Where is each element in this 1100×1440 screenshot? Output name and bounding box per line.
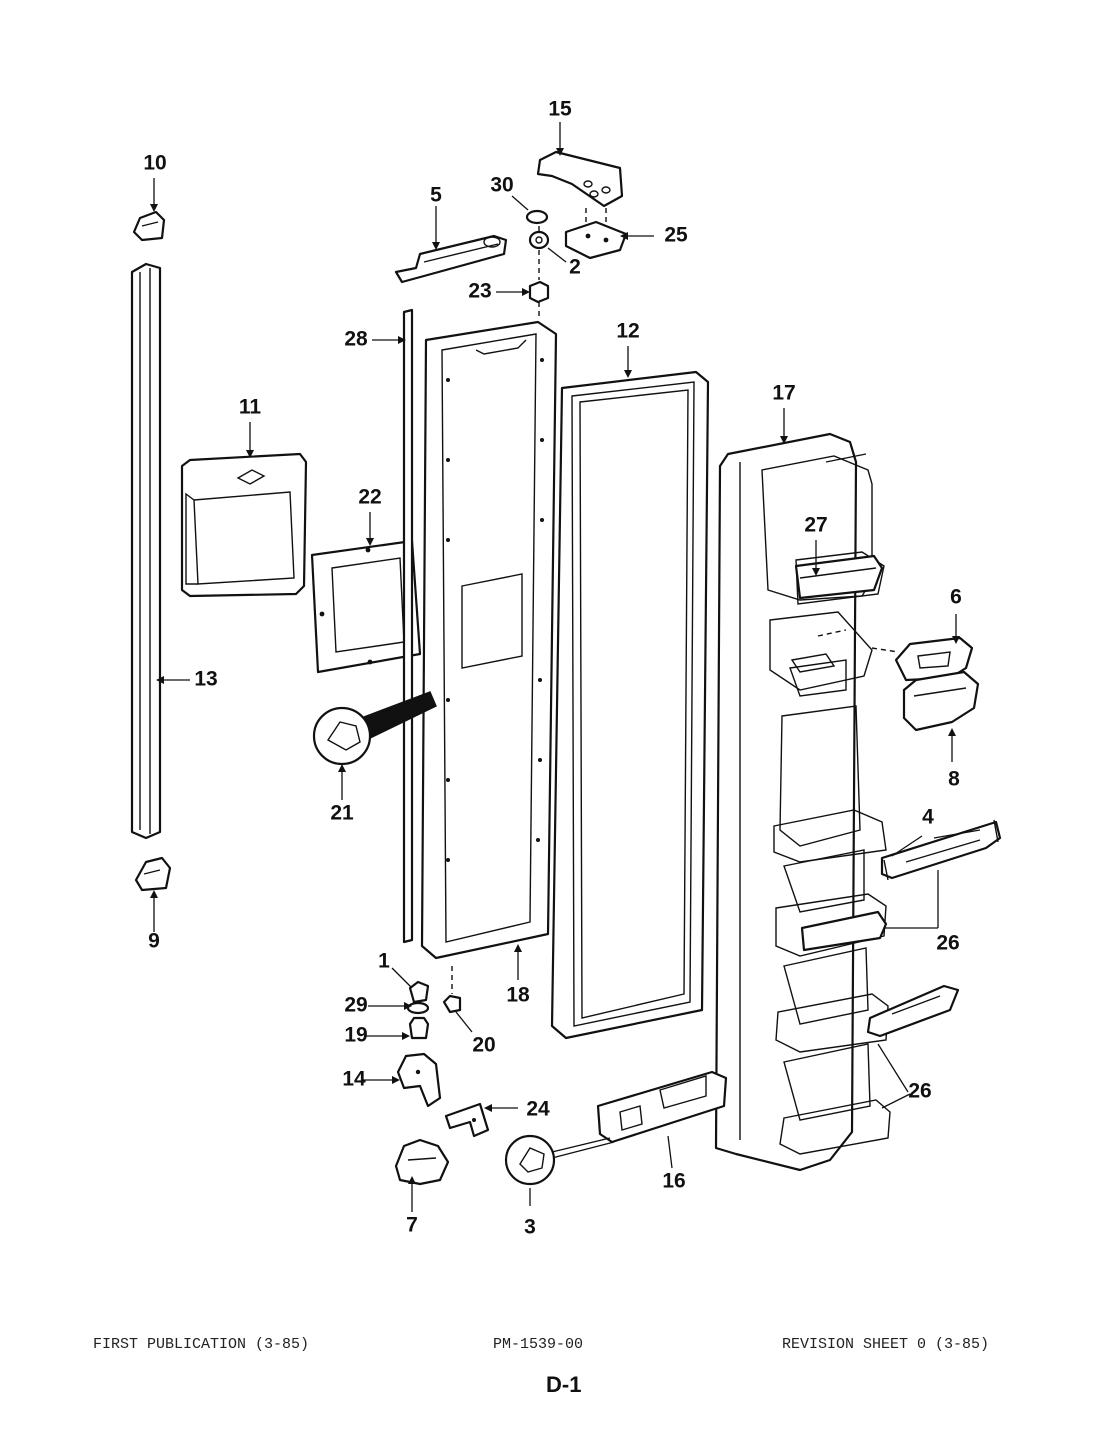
- part-10-top-trim-cap: [132, 210, 166, 242]
- callout-14: 14: [342, 1068, 366, 1091]
- part-30-hinge-spacer: [525, 209, 549, 225]
- callout-19: 19: [344, 1024, 367, 1047]
- callout-12: 12: [616, 320, 639, 343]
- part-23-hinge-bushing: [528, 280, 550, 304]
- part-7-bottom-cover: [394, 1138, 450, 1186]
- part-13-side-trim: [130, 262, 162, 840]
- callout-2: 2: [569, 256, 581, 279]
- part-14-lower-hinge: [396, 1052, 442, 1108]
- callout-28: 28: [344, 328, 368, 351]
- part-18-door-panel: [420, 320, 558, 960]
- part-26-shelf-bar-mid: [800, 910, 888, 952]
- part-19-hinge-pin: [408, 1016, 430, 1040]
- callout-1: 1: [378, 950, 390, 973]
- callout-13: 13: [194, 668, 217, 691]
- part-16-bottom-rail: [596, 1070, 728, 1144]
- part-6-dispenser-cup: [894, 636, 974, 682]
- part-3-detail-callout: [504, 1134, 615, 1186]
- callout-9: 9: [148, 930, 160, 953]
- callout-18: 18: [506, 984, 530, 1007]
- part-11-dispenser-frame: [180, 452, 308, 598]
- part-5-upper-hinge-bracket: [394, 234, 508, 284]
- callout-4: 4: [922, 806, 934, 829]
- part-9-bottom-trim-cap: [134, 856, 172, 892]
- callout-leaders: [150, 122, 981, 1212]
- part-12-door-gasket: [550, 370, 710, 1040]
- revision-note: REVISION SHEET 0 (3-85): [782, 1336, 990, 1353]
- callout-16: 16: [662, 1170, 685, 1193]
- callout-22: 22: [358, 486, 381, 509]
- part-20-bushing: [442, 994, 462, 1014]
- callout-11: 11: [239, 396, 262, 419]
- callout-7: 7: [406, 1214, 418, 1237]
- callout-20: 20: [472, 1034, 495, 1057]
- callout-5: 5: [430, 184, 442, 207]
- callout-30: 30: [490, 174, 513, 197]
- callout-24: 24: [526, 1098, 550, 1121]
- part-22-bezel-plate: [310, 539, 422, 674]
- part-1-hinge-cap: [408, 980, 430, 1004]
- callout-26-lower: 26: [908, 1080, 931, 1103]
- part-8-drip-tray: [902, 670, 980, 732]
- callout-8: 8: [948, 768, 960, 791]
- part-17-door-liner: [714, 432, 891, 1172]
- callout-29: 29: [344, 994, 367, 1017]
- callout-labels: 1 2 3 4 5 6 7 8 9 10 11 12 13 14 15 16 1…: [143, 98, 962, 1239]
- part-4-shelf-bar: [880, 819, 1002, 881]
- callout-3: 3: [524, 1216, 536, 1239]
- callout-17: 17: [772, 382, 795, 405]
- callout-26-upper: 26: [936, 932, 959, 955]
- part-15-top-hinge: [536, 150, 624, 208]
- part-28-handle-rod: [402, 308, 414, 944]
- part-26-shelf-bar-lower: [866, 984, 960, 1038]
- callout-10: 10: [143, 152, 166, 175]
- part-2-hinge-washer: [528, 230, 550, 250]
- callout-25: 25: [664, 224, 688, 247]
- page-identifier: D-1: [546, 1372, 582, 1397]
- part-29-hinge-washer: [406, 1001, 430, 1015]
- callout-27: 27: [804, 514, 827, 537]
- callout-15: 15: [548, 98, 572, 121]
- part-manual-number: PM-1539-00: [493, 1336, 584, 1353]
- part-24-hinge-shim: [444, 1102, 490, 1138]
- part-25-hinge-shim: [564, 220, 628, 260]
- part-27-upper-shelf-bar: [794, 554, 884, 600]
- first-publication-note: FIRST PUBLICATION (3-85): [93, 1336, 310, 1353]
- callout-6: 6: [950, 586, 962, 609]
- callout-21: 21: [330, 802, 354, 825]
- part-21-detail-callout: [312, 691, 437, 766]
- callout-23: 23: [468, 280, 491, 303]
